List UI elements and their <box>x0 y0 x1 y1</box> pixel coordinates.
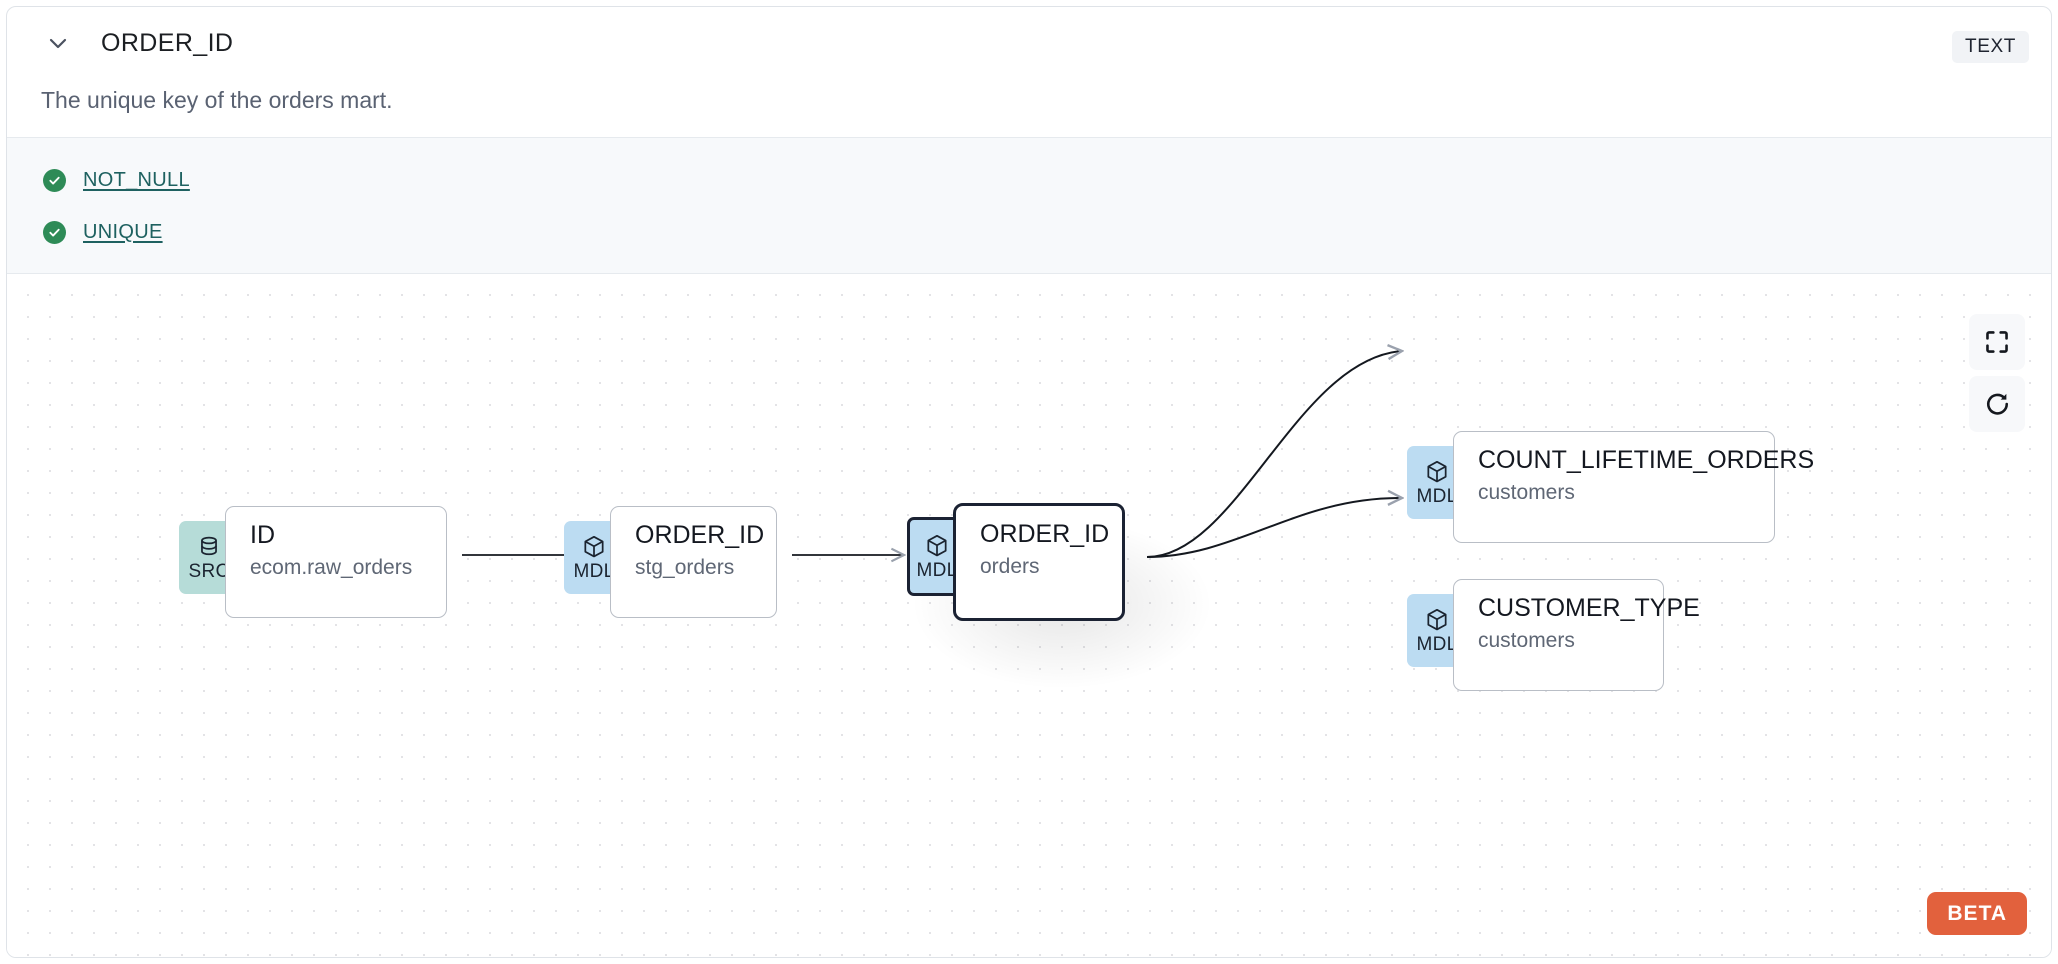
node-body[interactable]: ORDER_ID orders <box>953 503 1125 621</box>
lineage-node[interactable]: SRC ID ecom.raw_orders <box>179 506 469 621</box>
node-body[interactable]: ORDER_ID stg_orders <box>610 506 777 618</box>
lineage-node[interactable]: MDL ORDER_ID stg_orders <box>564 506 799 621</box>
node-subtitle: customers <box>1478 480 1575 504</box>
tests-section: NOT_NULL UNIQUE <box>7 137 2051 274</box>
node-name: COUNT_LIFETIME_ORDERS <box>1478 446 1815 474</box>
node-name: ID <box>250 521 275 549</box>
reset-button[interactable] <box>1969 376 2025 432</box>
test-link-not-null[interactable]: NOT_NULL <box>83 168 190 191</box>
column-type-badge: TEXT <box>1952 31 2029 63</box>
fullscreen-icon <box>1984 329 2010 355</box>
cube-icon <box>924 533 950 559</box>
node-name: CUSTOMER_TYPE <box>1478 594 1700 622</box>
test-link-unique[interactable]: UNIQUE <box>83 220 163 243</box>
column-detail-card: ORDER_ID TEXT The unique key of the orde… <box>6 6 2052 958</box>
lineage-canvas[interactable]: SRC ID ecom.raw_orders MDL <box>7 274 2051 957</box>
chevron-down-icon[interactable] <box>45 30 71 56</box>
canvas-controls <box>1969 314 2025 432</box>
node-body[interactable]: ID ecom.raw_orders <box>225 506 447 618</box>
page-title: ORDER_ID <box>101 28 234 57</box>
test-row: UNIQUE <box>7 206 2051 258</box>
check-circle-icon <box>43 168 66 192</box>
header-row: ORDER_ID <box>7 7 2051 79</box>
cube-icon <box>1424 607 1450 633</box>
node-type-label: MDL <box>1416 486 1458 507</box>
lineage-node[interactable]: MDL COUNT_LIFETIME_ORDERS customers <box>1407 431 1815 546</box>
node-subtitle: stg_orders <box>635 555 735 579</box>
node-subtitle: orders <box>980 554 1040 578</box>
node-type-label: MDL <box>1416 634 1458 655</box>
test-row: NOT_NULL <box>7 154 2051 206</box>
node-subtitle: customers <box>1478 628 1575 652</box>
node-subtitle: ecom.raw_orders <box>250 555 413 579</box>
card-header: ORDER_ID TEXT The unique key of the orde… <box>7 7 2051 135</box>
check-circle-icon <box>43 220 66 244</box>
node-type-label: MDL <box>573 561 615 582</box>
column-description: The unique key of the orders mart. <box>41 87 393 113</box>
beta-badge[interactable]: BETA <box>1927 892 2027 935</box>
database-icon <box>196 534 222 560</box>
node-name: ORDER_ID <box>980 520 1110 548</box>
fit-view-button[interactable] <box>1969 314 2025 370</box>
node-body[interactable]: CUSTOMER_TYPE customers <box>1453 579 1700 691</box>
refresh-icon <box>1984 391 2011 418</box>
node-type-label: SRC <box>188 561 230 582</box>
node-name: ORDER_ID <box>635 521 765 549</box>
lineage-node[interactable]: MDL CUSTOMER_TYPE customers <box>1407 579 1700 694</box>
cube-icon <box>581 534 607 560</box>
cube-icon <box>1424 459 1450 485</box>
lineage-node-selected[interactable]: MDL ORDER_ID orders <box>907 503 1152 625</box>
node-body[interactable]: COUNT_LIFETIME_ORDERS customers <box>1453 431 1815 543</box>
node-type-label: MDL <box>916 560 958 581</box>
